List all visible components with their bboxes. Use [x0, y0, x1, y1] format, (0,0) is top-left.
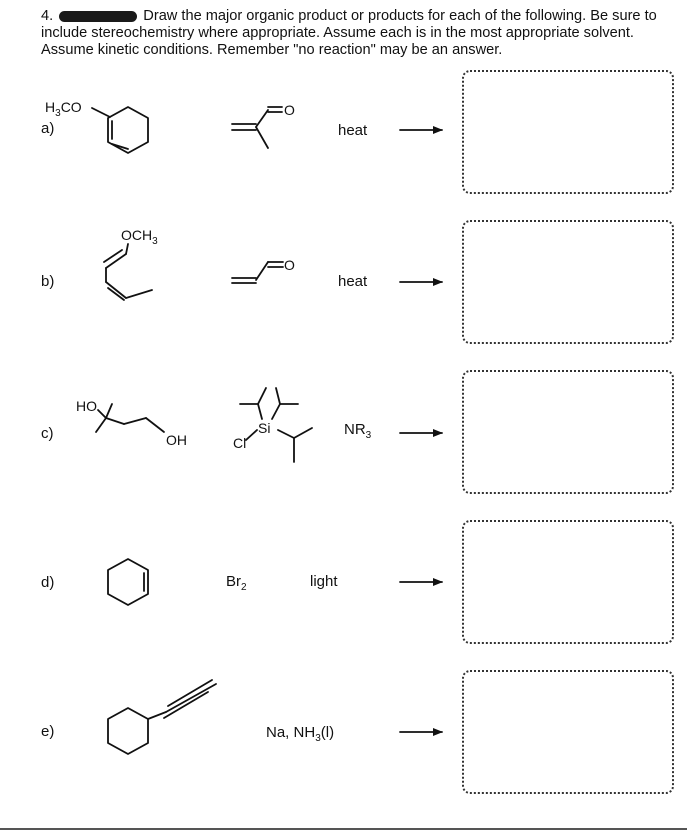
part-a-diene: H3CO	[45, 99, 149, 154]
oxygen-label-a: O	[284, 102, 295, 118]
ho-label: HO	[76, 398, 97, 414]
part-a-label: a)	[41, 120, 55, 137]
part-d-reagent: Br2	[226, 573, 247, 593]
redaction-mark	[59, 10, 138, 22]
part-b-diene: OCH3	[103, 227, 158, 301]
question-instructions: Draw the major organic product or produc…	[41, 8, 657, 58]
answer-box-a[interactable]	[462, 70, 674, 194]
answer-box-b[interactable]	[462, 220, 674, 344]
si-label: Si	[258, 420, 270, 436]
och3-label: OCH3	[121, 227, 158, 247]
part-a-condition: heat	[338, 122, 368, 139]
part-d-label: d)	[41, 574, 55, 591]
part-d-cyclohexene	[107, 558, 149, 606]
question-number: 4.	[41, 8, 54, 24]
part-d-condition: light	[310, 573, 338, 590]
part-c-label: c)	[41, 425, 54, 442]
answer-box-c[interactable]	[462, 370, 674, 494]
part-a-dienophile: O	[231, 102, 295, 149]
oxygen-label-b: O	[284, 257, 295, 273]
answer-box-e[interactable]	[462, 670, 674, 794]
answer-box-d[interactable]	[462, 520, 674, 644]
part-c-condition: NR3	[344, 421, 372, 441]
cl-label: Cl	[233, 435, 246, 451]
part-e-condition: Na, NH3(l)	[266, 724, 335, 744]
part-e-alkyne	[107, 679, 217, 755]
question-text: 4. Draw the major organic product or pro…	[41, 8, 661, 59]
oh-label: OH	[166, 432, 187, 448]
part-e-label: e)	[41, 723, 55, 740]
part-c-silyl-chloride: Si Cl	[233, 387, 313, 463]
part-b-label: b)	[41, 273, 55, 290]
page-bottom-divider	[0, 828, 687, 830]
part-c-diol: HO OH	[76, 398, 187, 448]
part-b-dienophile: O	[231, 257, 295, 284]
h3co-label: H3CO	[45, 99, 82, 119]
part-b-condition: heat	[338, 273, 368, 290]
